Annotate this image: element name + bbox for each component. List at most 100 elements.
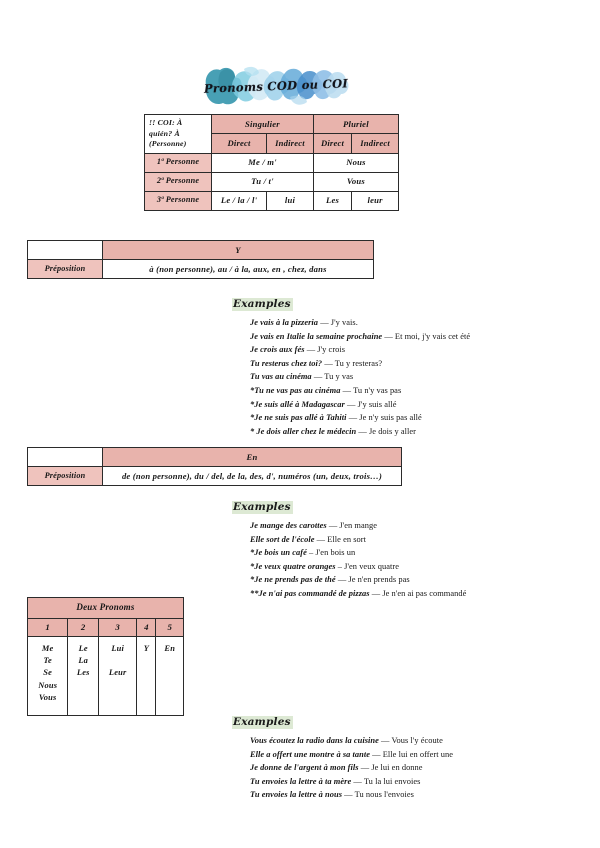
row-label-preposition-y: Préposition: [27, 259, 103, 279]
examples-block-deux-pronoms: Examples Vous écoutez la radio dans la c…: [232, 712, 453, 802]
example-source: Tu envoies la lettre à nous: [250, 790, 343, 800]
cell-3rd-plur-direct: Les: [312, 190, 353, 211]
cell-3rd-sing-indirect: lui: [266, 190, 314, 211]
list-item: *Je suis allé à Madagascar — J'y suis al…: [250, 398, 470, 412]
example-source: *Je suis allé à Madagascar: [250, 399, 345, 409]
list-item: * Je dois aller chez le médecin — Je doi…: [250, 425, 470, 439]
table-row-header: Y: [27, 240, 374, 260]
example-dash: –: [337, 561, 343, 571]
cell-1st-plural: Nous: [312, 152, 400, 173]
example-dash: —: [372, 749, 381, 759]
table-row-title: Deux Pronoms: [27, 597, 184, 619]
example-result: Tu nous l'envoies: [354, 790, 414, 800]
list-item: Tu envoies la lettre à ta mère — Tu la l…: [250, 775, 453, 789]
cell-3rd-plur-indirect: leur: [351, 190, 399, 211]
cell-empty-corner: [27, 240, 103, 260]
example-source: Elle a offert une montre à sa tante: [250, 749, 371, 759]
example-result: J'en mange: [339, 521, 377, 530]
example-source: Vous écoutez la radio dans la cuisine: [250, 736, 379, 745]
list-item: *Je ne prends pas de thé — Je n'en prend…: [250, 573, 466, 587]
list-item: Elle a offert une montre à sa tante — El…: [250, 748, 453, 762]
example-source: Elle sort de l'école: [250, 534, 315, 544]
table-row-header-group: !! COI: À quién? À (Personne) Singulier …: [144, 113, 400, 154]
header-sing-indirect: Indirect: [266, 133, 314, 154]
example-source: Je vais à la pizzeria: [250, 318, 319, 327]
example-dash: —: [381, 736, 390, 745]
example-result: Je lui en donne: [371, 763, 423, 773]
table-row: Préposition à (non personne), au / à la,…: [27, 259, 374, 279]
example-dash: —: [360, 763, 370, 773]
example-source: *Je bois un café: [250, 548, 307, 558]
example-dash: —: [306, 345, 316, 355]
example-source: Je mange des carottes: [250, 521, 327, 530]
title-banner: Pronoms COD ou COI: [198, 63, 354, 109]
list-item: *Je veux quatre oranges – J'en veux quat…: [250, 560, 466, 574]
examples-list-y: Je vais à la pizzeria — J'y vais. Je vai…: [232, 316, 470, 438]
table-row-header-sub: Direct Indirect Direct Indirect: [145, 133, 399, 154]
example-dash: —: [328, 521, 338, 530]
cell-empty-corner: [27, 447, 103, 467]
header-plur-direct: Direct: [312, 133, 353, 154]
example-result: Je n'en prends pas: [348, 575, 410, 585]
example-dash: —: [346, 399, 356, 409]
list-item: Je donne de l'argent à mon fils — Je lui…: [250, 761, 453, 775]
example-dash: —: [384, 331, 393, 341]
cell-group-5: En: [155, 636, 184, 716]
example-dash: —: [371, 589, 381, 599]
example-source: Je donne de l'argent à mon fils: [250, 763, 359, 773]
example-result: J'y vais.: [330, 318, 358, 327]
row-label-1st-person: 1ª Personne: [144, 152, 212, 173]
example-result: J'y crois: [317, 345, 346, 355]
example-source: Tu vas au cinéma: [250, 372, 312, 382]
example-dash: —: [313, 372, 323, 382]
cell-corner-note: !! COI: À quién? À (Personne): [144, 114, 212, 154]
example-source: *Je ne suis pas allé à Tahiti: [250, 413, 347, 423]
table-row: 2ª Personne Tu / t' Vous: [144, 171, 400, 192]
header-deux-pronoms: Deux Pronoms: [27, 597, 184, 619]
cell-3rd-sing-direct: Le / la / l': [210, 190, 268, 211]
example-source: Je crois aux fés: [250, 345, 305, 355]
header-col-2: 2: [67, 618, 100, 637]
header-col-4: 4: [136, 618, 157, 637]
cell-2nd-plural: Vous: [312, 171, 400, 192]
examples-list-en: Je mange des carottes — J'en mange Elle …: [232, 519, 466, 601]
table-row-header: 1 2 3 4 5: [26, 618, 184, 637]
header-col-3: 3: [98, 618, 138, 637]
header-sing-direct: Direct: [210, 133, 268, 154]
header-col-5: 5: [155, 618, 184, 637]
example-source: *Je ne prends pas de thé: [250, 575, 336, 585]
list-item: *Tu ne vas pas au cinéma — Tu n'y vas pa…: [250, 384, 470, 398]
example-source: *Tu ne vas pas au cinéma: [250, 386, 341, 396]
example-result: Elle en sort: [327, 534, 366, 544]
example-dash: —: [353, 776, 362, 786]
example-source: Tu resteras chez toi?: [250, 358, 323, 368]
example-source: **Je n'ai pas commandé de pizzas: [250, 589, 370, 599]
cell-2nd-singular: Tu / t': [211, 171, 314, 192]
example-dash: —: [337, 575, 347, 585]
example-source: * Je dois aller chez le médecin: [250, 426, 357, 436]
example-dash: —: [344, 790, 353, 800]
list-item: Vous écoutez la radio dans la cuisine — …: [250, 734, 453, 748]
list-item: Tu resteras chez toi? — Tu y resteras?: [250, 357, 470, 371]
example-result: J'en bois un: [315, 548, 356, 558]
list-item: **Je n'ai pas commandé de pizzas — Je n'…: [250, 587, 466, 601]
example-result: Tu la lui envoies: [363, 776, 421, 786]
list-item: Elle sort de l'école — Elle en sort: [250, 533, 466, 547]
table-pronoun-y: Y Préposition à (non personne), au / à l…: [27, 240, 374, 279]
example-result: Elle lui en offert une: [382, 749, 454, 759]
examples-block-en: Examples Je mange des carottes — J'en ma…: [232, 497, 466, 601]
row-label-2nd-person: 2ª Personne: [144, 171, 212, 192]
header-y: Y: [102, 240, 374, 260]
table-row: Préposition de (non personne), du / del,…: [27, 466, 402, 486]
example-dash: —: [342, 386, 352, 396]
list-item: Je crois aux fés — J'y crois: [250, 343, 470, 357]
cell-1st-singular: Me / m': [211, 152, 314, 173]
watercolor-graphic: [205, 66, 349, 105]
list-item: Tu envoies la lettre à nous — Tu nous l'…: [250, 788, 453, 802]
list-item: Je mange des carottes — J'en mange: [250, 519, 466, 533]
example-result: J'en veux quatre: [344, 561, 400, 571]
